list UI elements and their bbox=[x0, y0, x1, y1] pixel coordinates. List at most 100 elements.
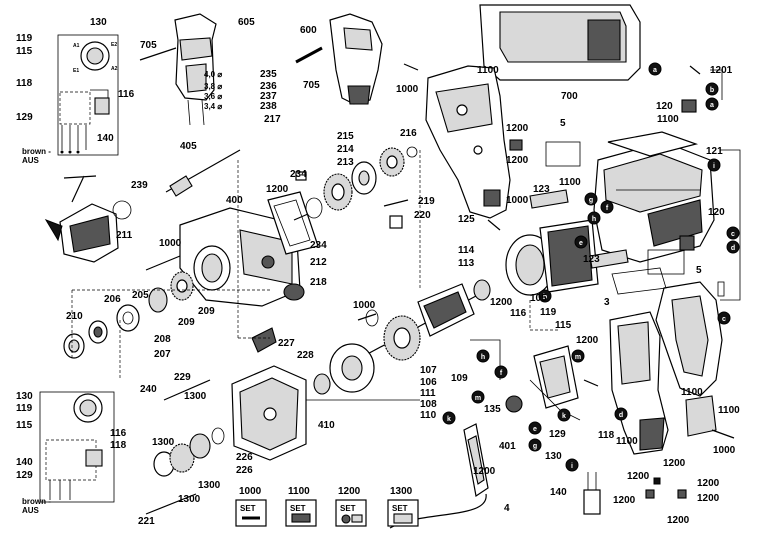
part-label: 214 bbox=[337, 144, 354, 155]
part-label: 226 bbox=[236, 452, 253, 463]
part-label: 401 bbox=[499, 441, 516, 452]
part-label: 228 bbox=[297, 350, 314, 361]
marker-g: g bbox=[584, 192, 598, 206]
part-label: 118 bbox=[598, 430, 615, 441]
label-brown-bottom: brown - bbox=[22, 497, 51, 506]
part-label: 705 bbox=[303, 80, 320, 91]
part-label: 405 bbox=[180, 141, 197, 152]
part-label: 114 bbox=[458, 245, 475, 256]
label-e2: E2 bbox=[111, 42, 117, 48]
auxiliary-handle bbox=[139, 13, 217, 126]
part-label: 209 bbox=[178, 317, 195, 328]
part-label: 1000 bbox=[159, 238, 182, 249]
part-label: 129 bbox=[16, 470, 33, 481]
gear-housing-400 bbox=[179, 207, 301, 307]
part-label: 129 bbox=[549, 429, 566, 440]
part-label: 234 bbox=[290, 169, 307, 180]
part-label: 5 bbox=[696, 265, 702, 276]
part-label: 1100 bbox=[616, 436, 638, 447]
part-label: 1200 bbox=[506, 155, 529, 166]
part-label: 130 bbox=[545, 451, 562, 462]
spindle-405 bbox=[112, 149, 241, 220]
part-label: 1000 bbox=[396, 84, 419, 95]
part-label: 220 bbox=[414, 210, 431, 221]
part-label: 208 bbox=[154, 334, 171, 345]
svg-text:k: k bbox=[562, 413, 566, 420]
label-e1: E1 bbox=[73, 68, 79, 74]
part-label: 1100 bbox=[477, 65, 499, 76]
part-label: 105 bbox=[530, 293, 547, 304]
marker-i: i bbox=[707, 158, 721, 172]
part-label: 1201 bbox=[710, 65, 733, 76]
svg-text:i: i bbox=[713, 163, 715, 170]
part-label: 1000 bbox=[353, 300, 376, 311]
part-label: 1000 bbox=[713, 445, 736, 456]
gear-train bbox=[305, 146, 418, 219]
part-label: 1200 bbox=[663, 458, 686, 469]
part-label: 123 bbox=[533, 184, 550, 195]
intermediate-flange-410 bbox=[231, 343, 375, 461]
part-label: 116 bbox=[118, 89, 135, 100]
marker-m: m bbox=[571, 349, 585, 363]
marker-h2: h bbox=[476, 349, 490, 363]
leader-lines bbox=[71, 69, 741, 421]
part-label: 211 bbox=[116, 230, 133, 241]
carry-case-700 bbox=[479, 4, 641, 81]
svg-text:a: a bbox=[653, 67, 657, 74]
svg-text:d: d bbox=[731, 245, 735, 252]
svg-text:SET: SET bbox=[340, 504, 356, 513]
part-label: 115 bbox=[16, 46, 33, 57]
depth-stop-600 bbox=[295, 46, 323, 64]
part-label: 113 bbox=[458, 258, 475, 269]
part-label: 1000 bbox=[506, 195, 529, 206]
part-label: 1300 bbox=[152, 437, 175, 448]
svg-text:i: i bbox=[571, 463, 573, 470]
part-label: 116 bbox=[110, 428, 127, 439]
svg-text:g: g bbox=[589, 197, 593, 204]
part-label: 227 bbox=[278, 338, 295, 349]
part-label: 135 bbox=[484, 404, 501, 415]
marker-b2: b bbox=[538, 289, 552, 303]
motor-housing-right bbox=[593, 131, 715, 263]
rear-handle-right bbox=[655, 281, 723, 397]
part-label: 700 bbox=[561, 91, 578, 102]
part-label: 1200 bbox=[697, 493, 720, 504]
part-label: 108 bbox=[420, 399, 437, 410]
svg-text:m: m bbox=[575, 354, 581, 361]
small-parts-bottom-right bbox=[583, 472, 687, 515]
part-label: 226 bbox=[236, 465, 253, 476]
part-label: 109 bbox=[451, 373, 468, 384]
marker-f2: f bbox=[494, 365, 508, 379]
part-label: 213 bbox=[337, 157, 354, 168]
part-label: 111 bbox=[420, 388, 436, 399]
set-1300: 1300 SET bbox=[387, 486, 419, 527]
part-label: 400 bbox=[226, 195, 243, 206]
svg-text:h: h bbox=[481, 354, 485, 361]
marker-e2: e bbox=[528, 421, 542, 435]
spindle-size-label: 4,0 ⌀ bbox=[204, 70, 222, 79]
part-label: 235 bbox=[260, 69, 277, 80]
label-brown-top: brown - bbox=[22, 147, 51, 156]
svg-text:e: e bbox=[533, 426, 537, 433]
part-label: 216 bbox=[400, 128, 417, 139]
part-label: 1200 bbox=[490, 297, 513, 308]
marker-d2: d bbox=[614, 407, 628, 421]
marker-e: e bbox=[574, 235, 588, 249]
part-label: 234 bbox=[310, 240, 327, 251]
part-label: 4 bbox=[504, 503, 510, 514]
part-label: 119 bbox=[16, 403, 33, 414]
svg-text:k: k bbox=[447, 416, 451, 423]
screws bbox=[145, 63, 735, 439]
part-label: 5 bbox=[560, 118, 566, 129]
handle-705b bbox=[329, 13, 383, 105]
part-label: 110 bbox=[420, 410, 437, 421]
svg-text:a: a bbox=[710, 102, 714, 109]
part-label: 140 bbox=[16, 457, 33, 468]
part-label: 206 bbox=[104, 294, 121, 305]
part-label: 1200 bbox=[667, 515, 690, 526]
svg-text:1200: 1200 bbox=[338, 486, 361, 497]
spindle-size-label: 3,8 ⌀ bbox=[204, 82, 222, 91]
switch-assembly bbox=[505, 345, 579, 413]
marker-a: a bbox=[648, 62, 662, 76]
part-label: 120 bbox=[656, 101, 673, 112]
